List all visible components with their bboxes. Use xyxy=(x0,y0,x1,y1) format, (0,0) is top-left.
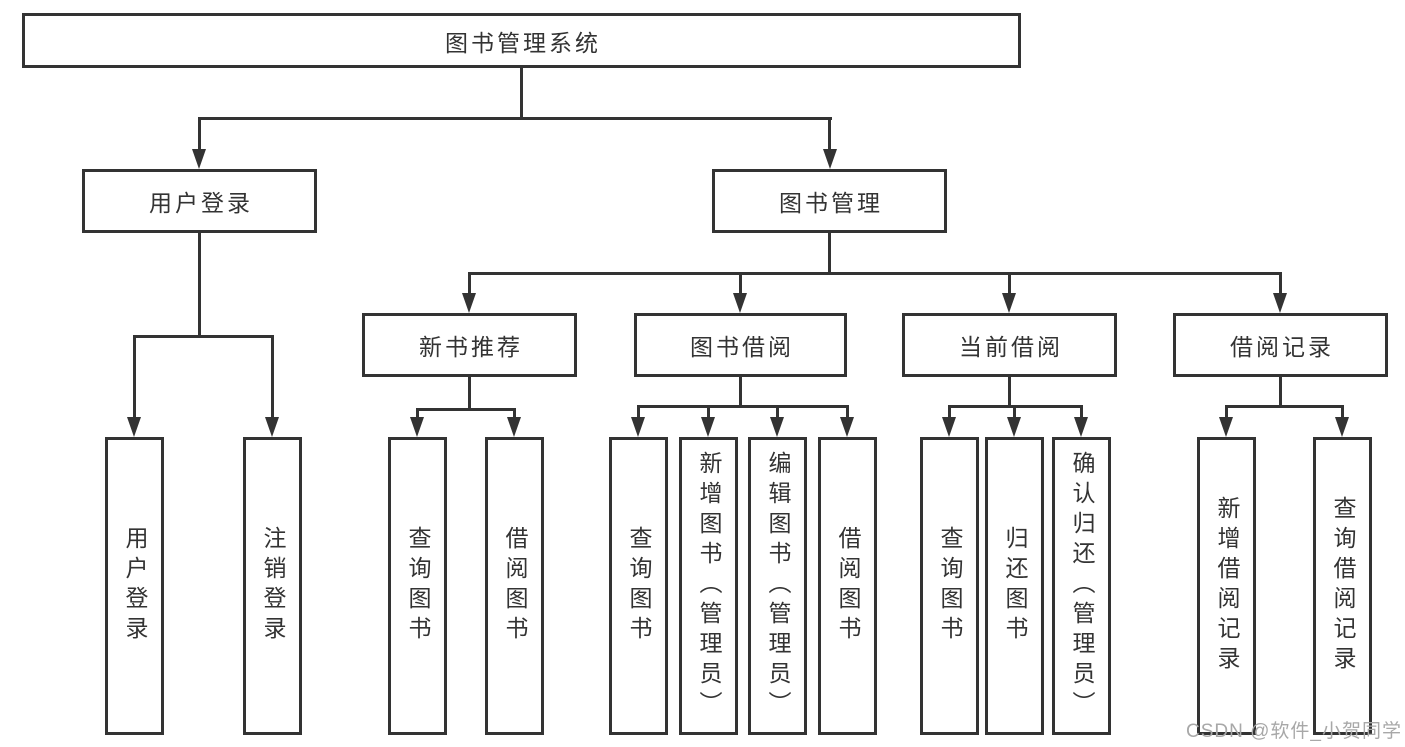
arrowhead-down-icon xyxy=(770,417,784,437)
arrow-shaft xyxy=(846,405,849,419)
connector-stem xyxy=(828,233,831,274)
arrowhead-down-icon xyxy=(733,293,747,313)
arrow-shaft xyxy=(1013,405,1016,419)
arrow-shaft xyxy=(828,117,831,149)
arrow-shaft xyxy=(133,335,136,419)
leaf-return-books: 归还图书 xyxy=(985,437,1044,735)
arrow-shaft xyxy=(1341,405,1344,419)
arrow-shaft xyxy=(1225,405,1228,419)
arrowhead-down-icon xyxy=(701,417,715,437)
leaf-add-book-admin: 新增图书（管理员） xyxy=(679,437,738,735)
connector-rail xyxy=(416,408,516,411)
arrow-shaft xyxy=(948,405,951,419)
node-book-borrow: 图书借阅 xyxy=(634,313,847,377)
connector-stem xyxy=(198,233,201,337)
node-borrow-records: 借阅记录 xyxy=(1173,313,1388,377)
arrowhead-down-icon xyxy=(823,149,837,169)
connector-rail xyxy=(133,335,274,338)
leaf-query-books-recommend: 查询图书 xyxy=(388,437,447,735)
connector-stem xyxy=(468,377,471,410)
arrow-shaft xyxy=(776,405,779,419)
connector-rail xyxy=(637,405,849,408)
arrowhead-down-icon xyxy=(265,417,279,437)
leaf-user-login: 用户登录 xyxy=(105,437,164,735)
connector-stem xyxy=(739,377,742,408)
arrow-shaft xyxy=(739,272,742,295)
leaf-logout: 注销登录 xyxy=(243,437,302,735)
leaf-borrow-books: 借阅图书 xyxy=(818,437,877,735)
leaf-confirm-return-admin: 确认归还（管理员） xyxy=(1052,437,1111,735)
leaf-query-books-current: 查询图书 xyxy=(920,437,979,735)
node-book-management: 图书管理 xyxy=(712,169,947,233)
arrow-shaft xyxy=(1008,272,1011,295)
leaf-add-borrow-record: 新增借阅记录 xyxy=(1197,437,1256,735)
arrowhead-down-icon xyxy=(942,417,956,437)
arrowhead-down-icon xyxy=(631,417,645,437)
arrowhead-down-icon xyxy=(462,293,476,313)
watermark-text: CSDN @软件_小贺同学 xyxy=(1186,721,1402,742)
arrow-shaft xyxy=(198,117,201,149)
connector-stem xyxy=(1279,377,1282,408)
arrowhead-down-icon xyxy=(192,149,206,169)
leaf-query-books-borrow: 查询图书 xyxy=(609,437,668,735)
arrowhead-down-icon xyxy=(1074,417,1088,437)
arrow-shaft xyxy=(513,408,516,419)
arrowhead-down-icon xyxy=(127,417,141,437)
arrowhead-down-icon xyxy=(840,417,854,437)
connector-stem xyxy=(1008,377,1011,408)
node-root: 图书管理系统 xyxy=(22,13,1021,68)
arrow-shaft xyxy=(707,405,710,419)
connector-rail xyxy=(1225,405,1344,408)
arrowhead-down-icon xyxy=(1007,417,1021,437)
arrowhead-down-icon xyxy=(410,417,424,437)
node-new-book-recommend: 新书推荐 xyxy=(362,313,577,377)
arrowhead-down-icon xyxy=(507,417,521,437)
leaf-edit-book-admin: 编辑图书（管理员） xyxy=(748,437,807,735)
arrowhead-down-icon xyxy=(1335,417,1349,437)
arrowhead-down-icon xyxy=(1273,293,1287,313)
node-user-login: 用户登录 xyxy=(82,169,317,233)
arrow-shaft xyxy=(637,405,640,419)
arrow-shaft xyxy=(416,408,419,419)
arrowhead-down-icon xyxy=(1002,293,1016,313)
arrow-shaft xyxy=(468,272,471,295)
arrow-shaft xyxy=(1279,272,1282,295)
node-current-borrow: 当前借阅 xyxy=(902,313,1117,377)
leaf-query-borrow-record: 查询借阅记录 xyxy=(1313,437,1372,735)
connector-rail xyxy=(198,117,832,120)
connector-stem xyxy=(520,68,523,120)
connector-rail xyxy=(468,272,1282,275)
arrow-shaft xyxy=(1080,405,1083,419)
leaf-borrow-books-recommend: 借阅图书 xyxy=(485,437,544,735)
arrow-shaft xyxy=(271,335,274,419)
arrowhead-down-icon xyxy=(1219,417,1233,437)
